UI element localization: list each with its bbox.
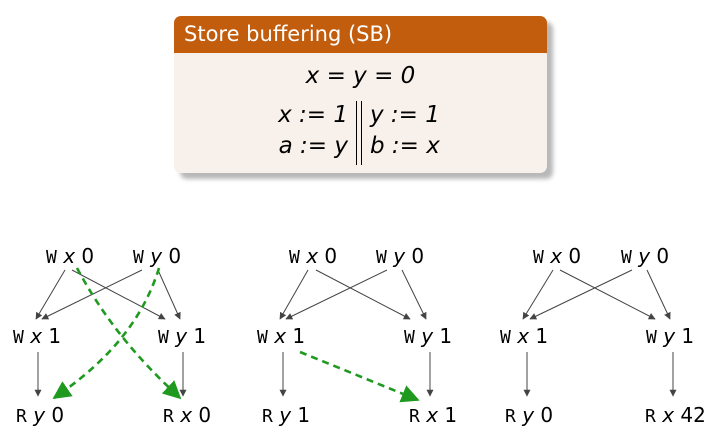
d1-edge-wx0-wy1 xyxy=(71,269,166,320)
d3-edge-wy0-wx1 xyxy=(529,269,633,320)
parallel-composition-bar xyxy=(356,101,362,165)
init-statement: x = y = 0 xyxy=(305,63,416,89)
d3-edge-wx0-wy1 xyxy=(559,269,656,320)
d1-edge-wy0-wy1 xyxy=(157,269,181,320)
diagram2-node-r-y: R y 1 xyxy=(262,403,311,427)
diagram2-node-w-x-0: W x 0 xyxy=(289,244,338,268)
thread2-line1: y := 1 xyxy=(370,102,440,128)
diagram1-node-w-x-1: W x 1 xyxy=(13,324,62,348)
diagram2-node-w-x-1: W x 1 xyxy=(257,324,306,348)
diagram3-node-r-y: R y 0 xyxy=(505,403,554,427)
diagram3-node-w-x-0: W x 0 xyxy=(533,244,582,268)
diagram1-node-w-y-0: W y 0 xyxy=(133,244,182,268)
thread2-line2: b := x xyxy=(370,133,440,159)
diagram3-node-r-x: R x 42 xyxy=(645,403,706,427)
diagram3-node-w-x-1: W x 1 xyxy=(500,324,549,348)
diagram2-node-r-x: R x 1 xyxy=(409,403,458,427)
diagram3-node-w-y-1: W y 1 xyxy=(646,324,695,348)
thread1-line2: a := y xyxy=(278,133,348,159)
diagram1-node-r-y: R y 0 xyxy=(16,403,65,427)
d3-edge-wx0-wx1 xyxy=(522,269,554,320)
d2-edge-wy0-wx1 xyxy=(285,269,388,320)
d3-edge-wy0-wy1 xyxy=(646,269,671,320)
thread1-line1: x := 1 xyxy=(278,102,348,128)
d2-edge-wy0-wy1 xyxy=(401,269,427,320)
diagram1-node-w-y-1: W y 1 xyxy=(158,324,207,348)
d2-rf-wx1-rx xyxy=(299,350,420,403)
block-body: x = y = 0 x := 1 a := y y := 1 b := x xyxy=(174,53,547,173)
d2-edge-wx0-wx1 xyxy=(279,269,309,320)
d1-edge-wx0-wx1 xyxy=(35,269,66,320)
diagram1-node-w-x-0: W x 0 xyxy=(46,244,95,268)
block-title: Store buffering (SB) xyxy=(174,16,547,53)
diagram3-node-w-y-0: W y 0 xyxy=(621,244,670,268)
d2-edge-wx0-wy1 xyxy=(315,269,411,320)
diagram2-node-w-y-1: W y 1 xyxy=(404,324,453,348)
diagram2-node-w-y-0: W y 0 xyxy=(376,244,425,268)
d1-rf-wy0-ry xyxy=(52,267,161,400)
program-block: Store buffering (SB) x = y = 0 x := 1 a … xyxy=(174,16,547,173)
diagram1-node-r-x: R x 0 xyxy=(163,403,212,427)
